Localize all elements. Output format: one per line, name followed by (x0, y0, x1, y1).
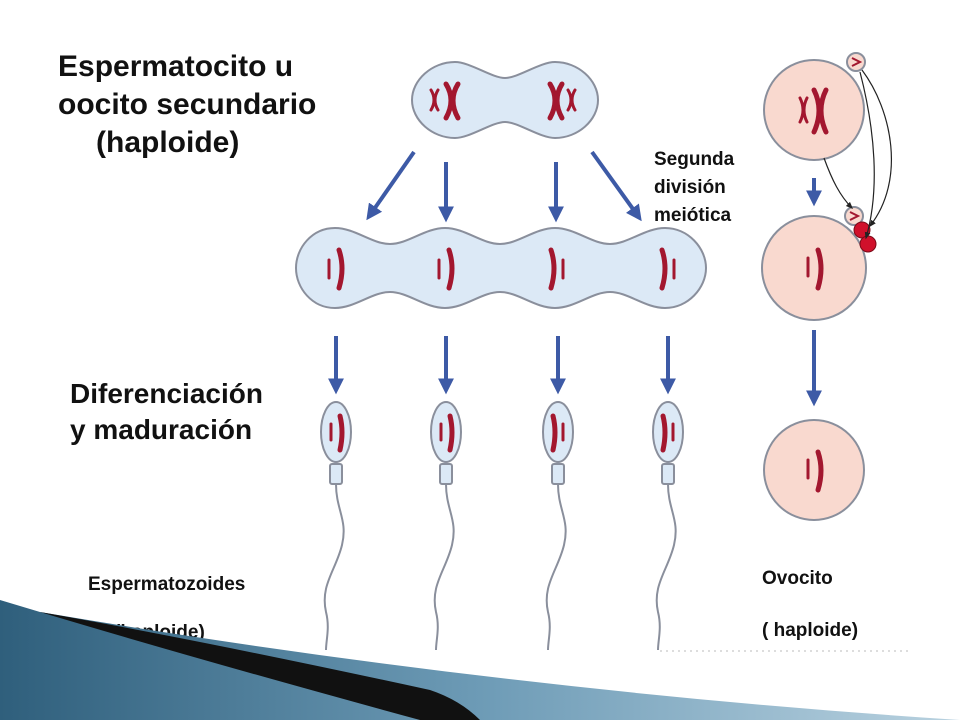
chromosome-pair-left (429, 81, 461, 121)
secondary-cell-label-line2: oocito secundario (58, 88, 317, 121)
secondary-cell-label-line1: Espermatocito u (58, 50, 294, 83)
second-division-label-line1: Segunda (654, 149, 735, 170)
maturation-arrows (328, 336, 676, 395)
spermatozoon-3 (542, 401, 574, 651)
chromosome-pair-right (547, 81, 577, 121)
ovocyte-mature (763, 419, 865, 521)
differentiation-label-line2: y maduración (70, 414, 253, 445)
polar-bodies-cluster (844, 206, 877, 253)
ovotid (761, 215, 867, 321)
secondary-cell-top (410, 60, 600, 140)
ovocyte-caption-line1: Ovocito (762, 568, 833, 589)
four-lobe-cell (294, 226, 708, 310)
secondary-cell-label-line3: (haploide) (96, 126, 240, 159)
secondary-cell-label: Espermatocito u oocito secundario (haplo… (58, 48, 316, 162)
second-division-label-line2: división (654, 177, 726, 198)
ovocyte-caption: Ovocito ( haploide) (762, 566, 858, 644)
ovocyte-caption-line2: ( haploide) (762, 620, 859, 641)
oocyte-secondary (763, 59, 865, 161)
polar-body-arrows (823, 69, 893, 240)
differentiation-label-line1: Diferenciación (70, 378, 263, 409)
spermatozoon-2 (430, 401, 462, 651)
division-arrows (366, 150, 642, 223)
spermatozoon-4 (652, 401, 684, 651)
second-division-label: Segunda división meiótica (654, 146, 734, 230)
corner-decoration (0, 600, 960, 720)
differentiation-label: Diferenciación y maduración (70, 376, 263, 448)
polar-body-1 (846, 52, 866, 72)
spermatozoon-1 (320, 401, 352, 651)
lobe-chromosomes (327, 247, 676, 291)
arrow-1 (366, 150, 416, 221)
spermatozoa-caption-line1: Espermatozoides (88, 574, 246, 595)
arrow-4 (590, 150, 642, 222)
second-division-label-line3: meiótica (654, 205, 732, 226)
four-lobe-outline (294, 226, 708, 310)
